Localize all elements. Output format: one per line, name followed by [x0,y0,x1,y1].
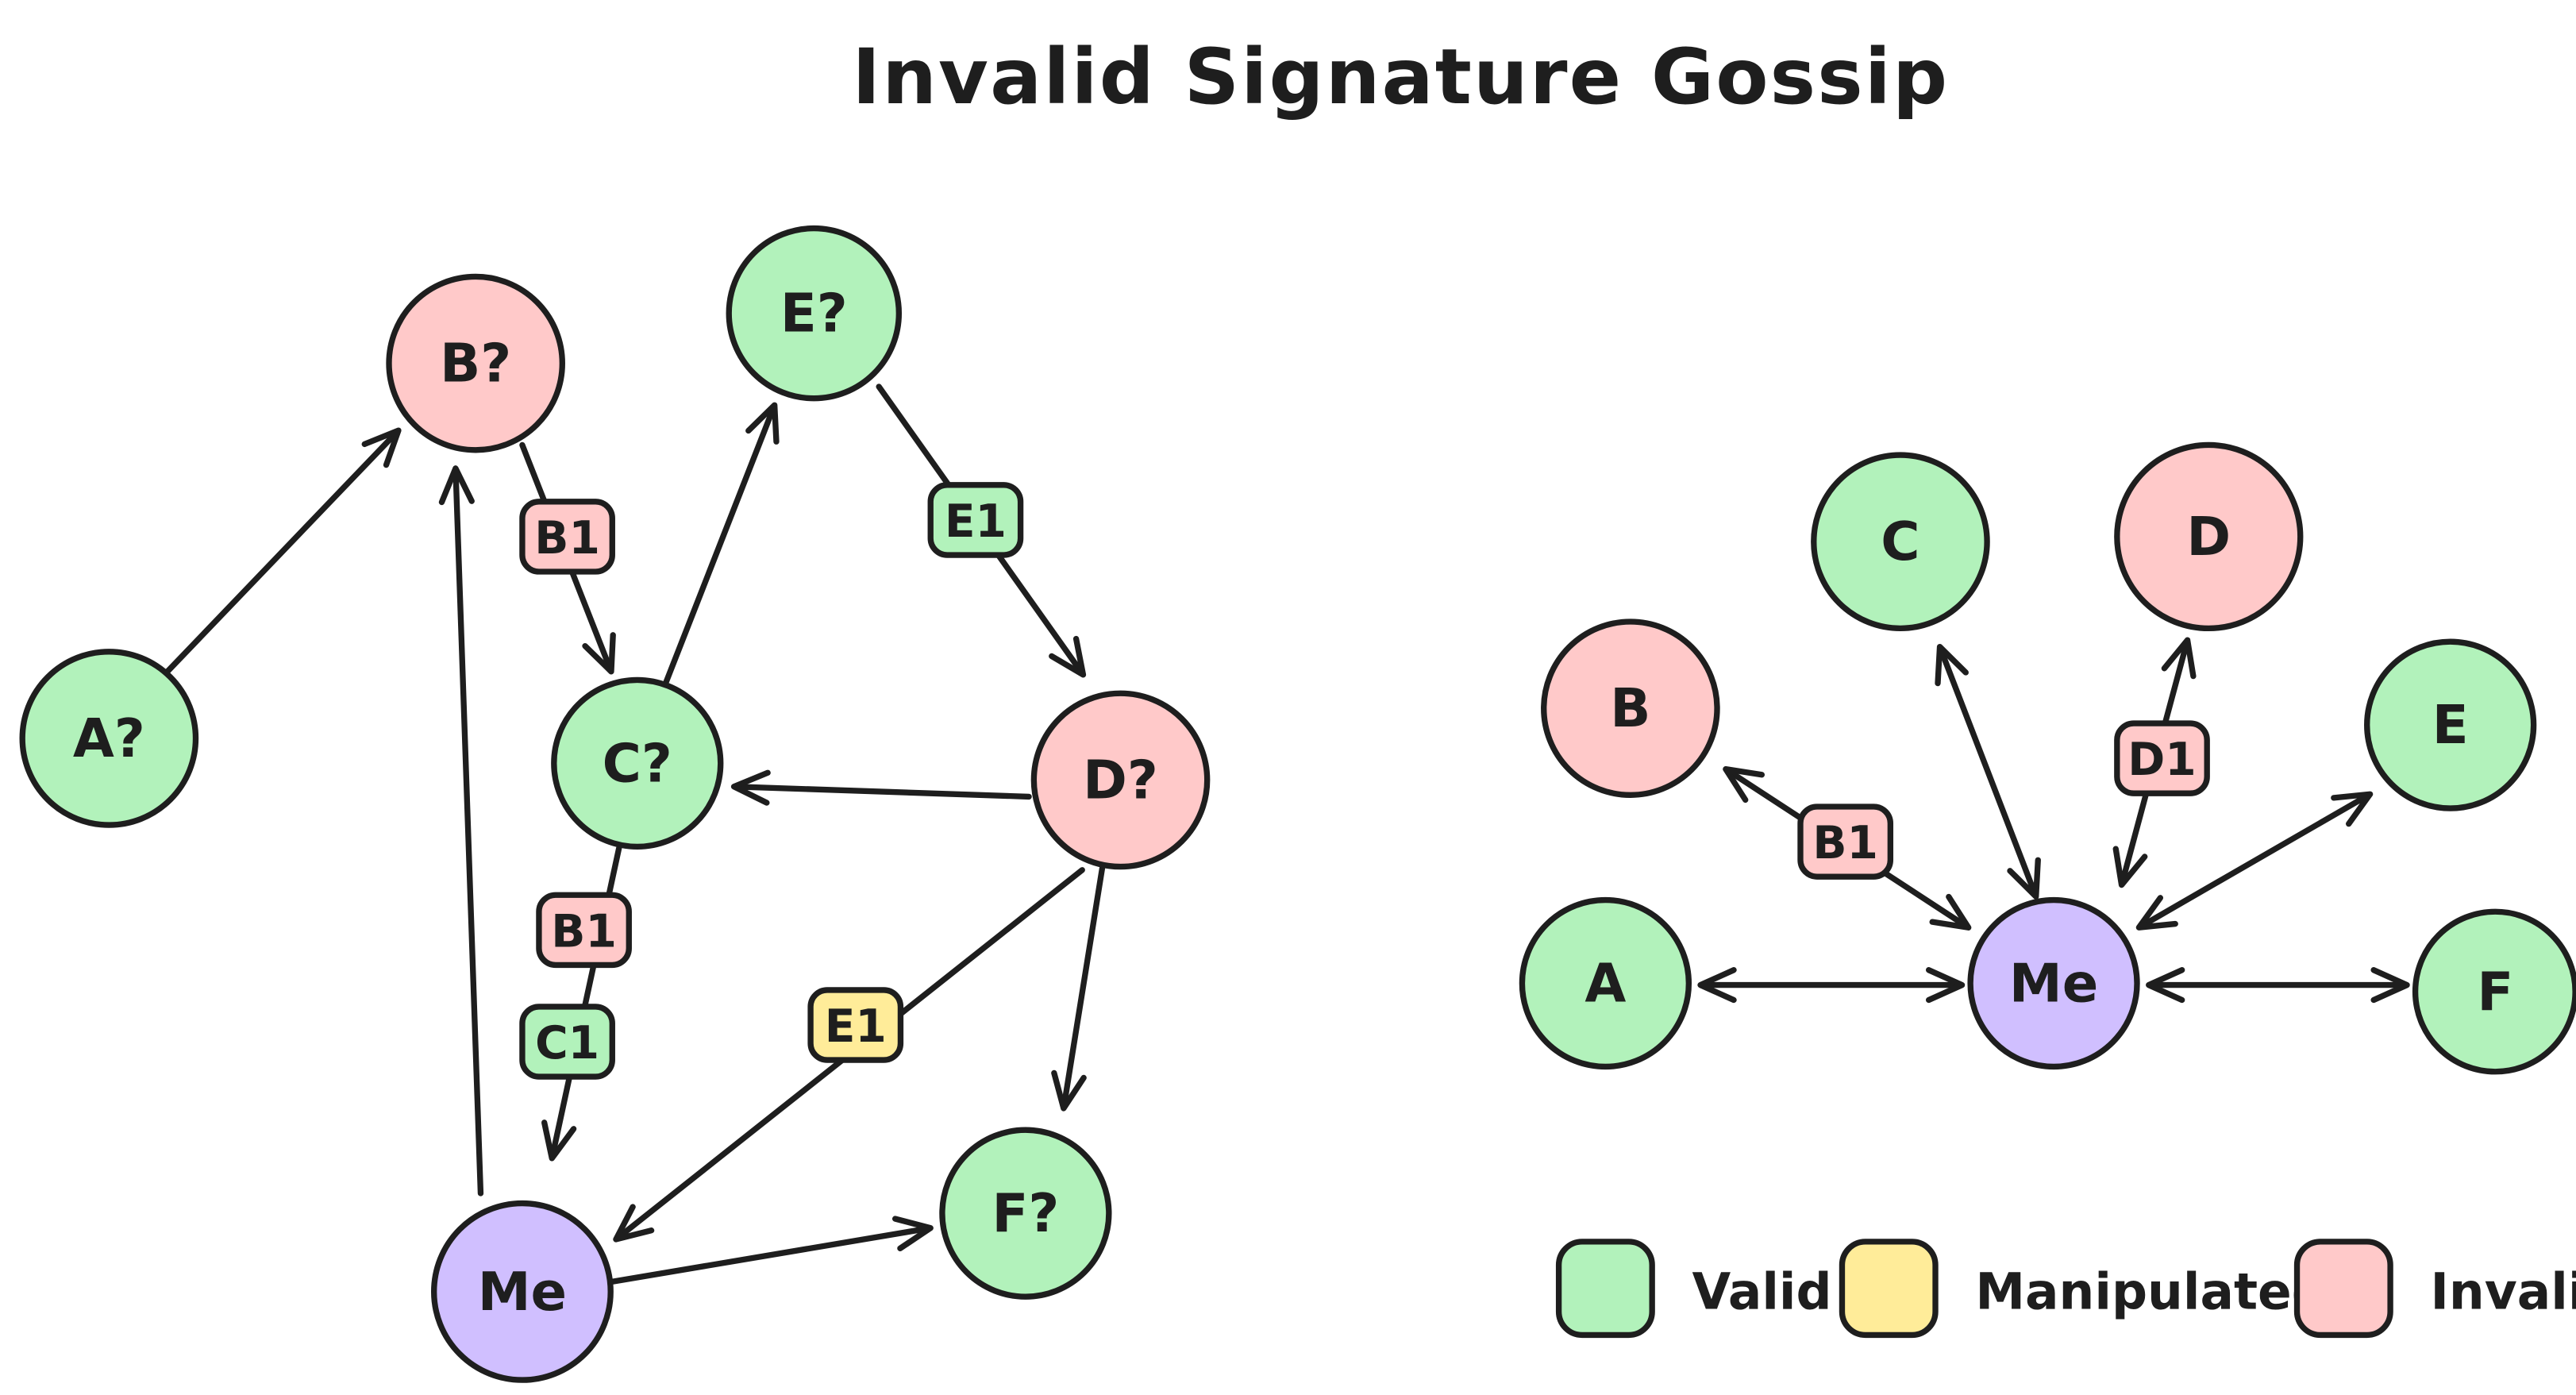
right-node-circle-B [1541,619,1720,798]
right-node-circle-Me [1967,896,2140,1070]
legend-item-invalid: Invalid [2293,1239,2576,1339]
left-message-badge-B1-2: B1 [536,892,632,969]
right-node-circle-D [2114,441,2304,632]
left-message-badge-label-E1-4: E1 [825,1000,887,1053]
right-message-badge-box-D1-1 [2114,720,2210,796]
left-node-label-D: D? [1083,749,1158,811]
left-node-circle-F [939,1127,1112,1300]
left-message-badge-box-E1-4 [807,987,904,1063]
right-node-label-D: D [2186,506,2231,568]
left-edge-A-B-arrow [163,427,402,676]
right-message-badge-B1-0: B1 [1797,803,1894,880]
left-node-E: E? [726,225,903,402]
left-message-badge-label-B1-2: B1 [551,905,617,958]
right-node-D: D [2114,441,2304,632]
legend-label-invalid: Invalid [2430,1262,2576,1320]
left-message-badge-label-B1-0: B1 [534,512,600,565]
left-message-badge-box-B1-2 [536,892,632,969]
right-message-badge-box-B1-0 [1797,803,1894,880]
left-node-B: B? [386,273,565,453]
left-node-circle-C [551,676,724,850]
right-edge-Me-C-arrow [1935,643,2041,900]
left-node-label-B: B? [440,333,511,395]
right-node-E: E [2364,638,2537,811]
left-node-D: D? [1030,690,1211,870]
right-node-label-E: E [2432,694,2469,756]
left-node-F: F? [939,1127,1112,1300]
left-node-C: C? [551,676,724,850]
left-message-badge-C1-3: C1 [519,1004,615,1080]
right-node-B: B [1541,619,1720,798]
nodes-layer: A? B? E? C? D? F? Me B C D E A Me F [19,225,2576,1383]
left-message-badge-label-E1-1: E1 [945,495,1007,548]
right-edge-Me-E-arrow [2135,791,2374,931]
left-node-Me: Me [431,1200,614,1383]
right-node-label-F: F [2477,961,2513,1023]
right-node-circle-A [1519,896,1692,1070]
right-node-label-B: B [1610,677,1650,739]
left-message-badge-box-B1-0 [519,499,615,575]
right-node-F: F [2412,908,2576,1075]
left-message-badge-E1-1: E1 [927,482,1024,558]
left-node-circle-E [726,225,903,402]
left-message-badge-B1-0: B1 [519,499,615,575]
right-node-circle-F [2412,908,2576,1075]
legend-swatch-valid [1555,1239,1655,1339]
diagram-title: Invalid Signature Gossip [852,32,1949,121]
right-message-badge-label-B1-0: B1 [1812,817,1878,869]
right-node-circle-C [1811,452,1990,632]
legend-label-valid: Valid [1692,1262,1832,1320]
left-edge-Me-B-arrow [438,465,484,1197]
left-node-label-Me: Me [478,1261,567,1323]
left-node-label-C: C? [603,732,672,794]
right-message-badge-label-D1-1: D1 [2127,734,2196,786]
left-node-circle-Me [431,1200,614,1383]
right-node-Me: Me [1967,896,2140,1070]
left-edge-Me-F-arrow [609,1216,934,1285]
legend-item-valid: Valid [1555,1239,1832,1339]
right-node-label-A: A [1584,953,1626,1015]
right-node-C: C [1811,452,1990,632]
legend-label-manipulated: Manipulated [1975,1262,2327,1320]
right-node-label-Me: Me [2009,953,2098,1015]
left-message-badge-label-C1-3: C1 [535,1017,599,1069]
right-node-label-C: C [1881,511,1919,572]
legend: Valid Manipulated Invalid [1555,1239,2576,1339]
left-message-badge-box-C1-3 [519,1004,615,1080]
left-message-badge-E1-4: E1 [807,987,904,1063]
left-edge-D-C-arrow [730,769,1032,806]
legend-swatch-manipulated [1839,1239,1939,1339]
legend-item-manipulated: Manipulated [1839,1239,2328,1339]
left-node-label-A: A? [73,707,145,769]
left-node-circle-A [19,649,199,828]
right-node-A: A [1519,896,1692,1070]
right-message-badge-D1-1: D1 [2114,720,2210,796]
left-edge-C-E-arrow [662,402,780,687]
legend-swatch-invalid [2293,1239,2393,1339]
left-edge-D-F-arrow [1051,865,1106,1112]
edges-layer [163,383,2410,1285]
left-node-circle-B [386,273,565,453]
left-node-label-F: F? [992,1182,1059,1244]
left-node-circle-D [1030,690,1211,870]
left-node-A: A? [19,649,199,828]
right-node-circle-E [2364,638,2537,811]
left-message-badge-box-E1-1 [927,482,1024,558]
left-node-label-E: E? [780,283,848,345]
